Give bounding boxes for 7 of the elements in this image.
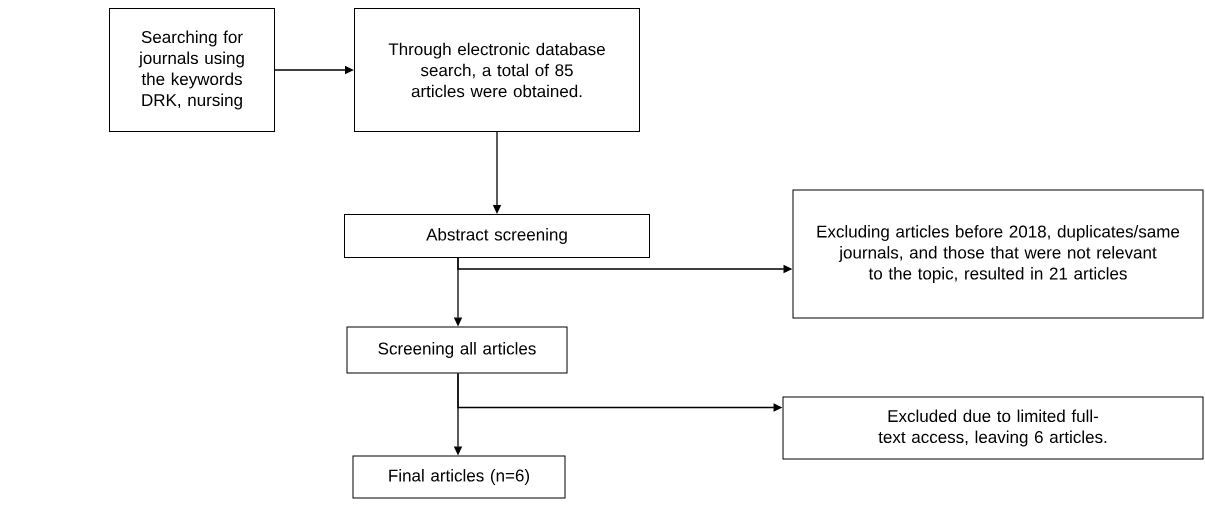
process-box: Excluding articles before 2018, duplicates/same journals, and those that were not relevant to the topic, resulted in 21 articles [792, 189, 1204, 319]
process-box: Searching for journals using the keywords DRK, nursing [109, 8, 275, 132]
process-box: Excluded due to limited full-text access, leaving 6 articles. [782, 396, 1204, 460]
process-box: Final articles (n=6) [352, 455, 566, 499]
process-box: Abstract screening [344, 214, 650, 258]
process-box: Through electronic database search, a total of 85 articles were obtained. [354, 8, 640, 132]
process-box: Screening all articles [346, 326, 568, 374]
